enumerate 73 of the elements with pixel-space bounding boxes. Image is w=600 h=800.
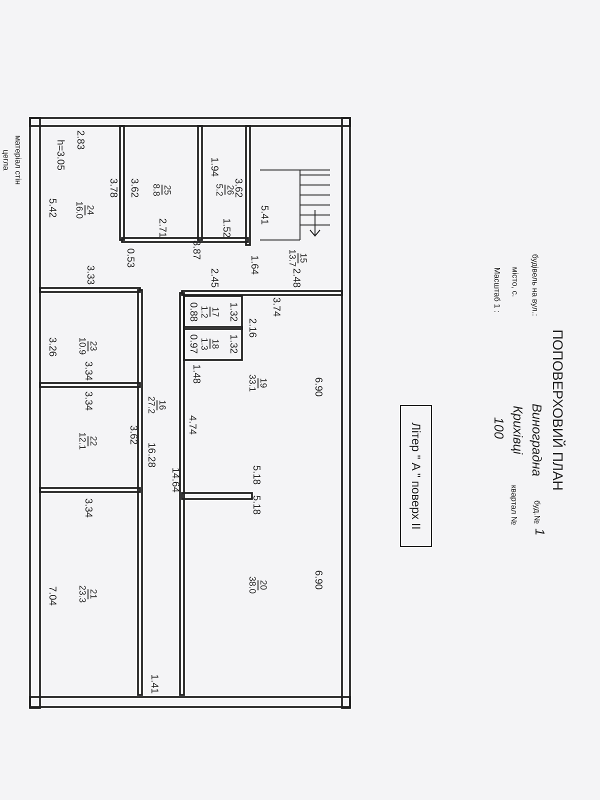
- city-value: Крихівці: [510, 406, 526, 454]
- wall-material-value: цегла: [2, 150, 10, 170]
- dimension-text: 1.32: [228, 302, 238, 322]
- room-floor-area: 23.3: [78, 585, 88, 603]
- scale-value: 100: [492, 417, 506, 439]
- dimension-text: 5.18: [250, 495, 262, 515]
- dimension-text: 2.16: [246, 318, 258, 338]
- dimension-text: 16.28: [146, 442, 156, 468]
- room-floor-area: 12.1: [78, 432, 88, 450]
- dimension-text: 3.34: [82, 391, 94, 411]
- room-floor-area: 1.2: [200, 306, 210, 318]
- room-number: 24: [84, 204, 96, 215]
- wall-material-caption: матеріал стін: [14, 135, 22, 185]
- dimension-text: 2.48: [290, 268, 302, 288]
- dimension-text: 4.74: [186, 415, 198, 435]
- room-floor-area: 33.1: [248, 374, 258, 392]
- dimension-text: 14.64: [170, 467, 180, 493]
- room-number: 17: [210, 307, 220, 317]
- dimension-text: 1.32: [228, 334, 238, 354]
- dimension-text: 2.83: [74, 130, 86, 150]
- room-number: 20: [258, 580, 268, 590]
- dimension-text: 3.62: [232, 178, 244, 198]
- room-floor-area: 13.7: [288, 249, 298, 267]
- plan-title: ПОПОВЕРХОВИЙ ПЛАН: [550, 329, 566, 491]
- dimension-text: 7.04: [46, 586, 58, 606]
- dimension-text: 3.74: [270, 297, 282, 317]
- room-floor-area: 27.2: [146, 396, 156, 414]
- dimension-text: 2.45: [208, 268, 220, 288]
- room-number: 25: [162, 185, 172, 195]
- field-caption: Масштаб 1 :: [492, 267, 502, 313]
- dimension-text: 3.26: [46, 337, 58, 357]
- field-caption: квартал №: [510, 485, 518, 525]
- room-number: 18: [210, 339, 220, 349]
- dimension-text: 6.90: [312, 377, 324, 397]
- room-number: 21: [88, 588, 98, 599]
- room-number: 16: [156, 400, 168, 410]
- dimension-text: 0.97: [188, 334, 198, 354]
- room-floor-area: 5.2: [214, 184, 224, 196]
- dimension-text: 3.62: [128, 425, 138, 445]
- room-number: 22: [88, 436, 98, 446]
- field-caption: будівель на вул.:: [530, 254, 540, 316]
- dimension-text: 5.18: [250, 465, 262, 485]
- room-floor-area: 8.8: [152, 184, 162, 196]
- dimension-text: 5.42: [46, 198, 58, 218]
- room-number: 26: [224, 185, 236, 195]
- dimension-text: 2.71: [156, 218, 168, 238]
- room-number: 19: [258, 378, 268, 388]
- dimension-text: 3.33: [84, 265, 96, 285]
- room-floor-area: 38.0: [248, 576, 258, 594]
- dimension-text: 0.88: [188, 302, 198, 322]
- dimension-text: 3.34: [82, 361, 94, 381]
- street-value: Виноградна: [530, 404, 544, 476]
- dimension-text: 3.34: [82, 498, 94, 518]
- room-number: 15: [298, 252, 308, 263]
- room-floor-area: 10.9: [78, 337, 88, 355]
- dimension-text: 1.64: [248, 255, 260, 275]
- dimension-text: 3.78: [108, 178, 118, 198]
- dimension-text: 1.94: [208, 157, 220, 177]
- room-floor-area: 1.3: [200, 338, 210, 350]
- dimension-text: 1.48: [190, 364, 202, 384]
- floor-label-box: Літер " A " поверх II: [400, 405, 432, 547]
- dimension-text: 3.62: [128, 178, 140, 198]
- dimension-text: 5.41: [258, 205, 270, 225]
- dimension-text: 6.90: [312, 570, 324, 590]
- dimension-text: 0.53: [124, 248, 136, 268]
- field-caption: місто, с.: [510, 267, 520, 297]
- dimension-text: 1.52: [220, 218, 232, 238]
- room-floor-area: 16.0: [74, 201, 84, 219]
- building-number-value: 1: [532, 528, 548, 536]
- room-number: 23: [88, 340, 98, 351]
- dimension-text: 1.41: [148, 674, 160, 694]
- field-caption: буд.№: [532, 500, 542, 524]
- ceiling-height: h=3.05: [54, 140, 66, 170]
